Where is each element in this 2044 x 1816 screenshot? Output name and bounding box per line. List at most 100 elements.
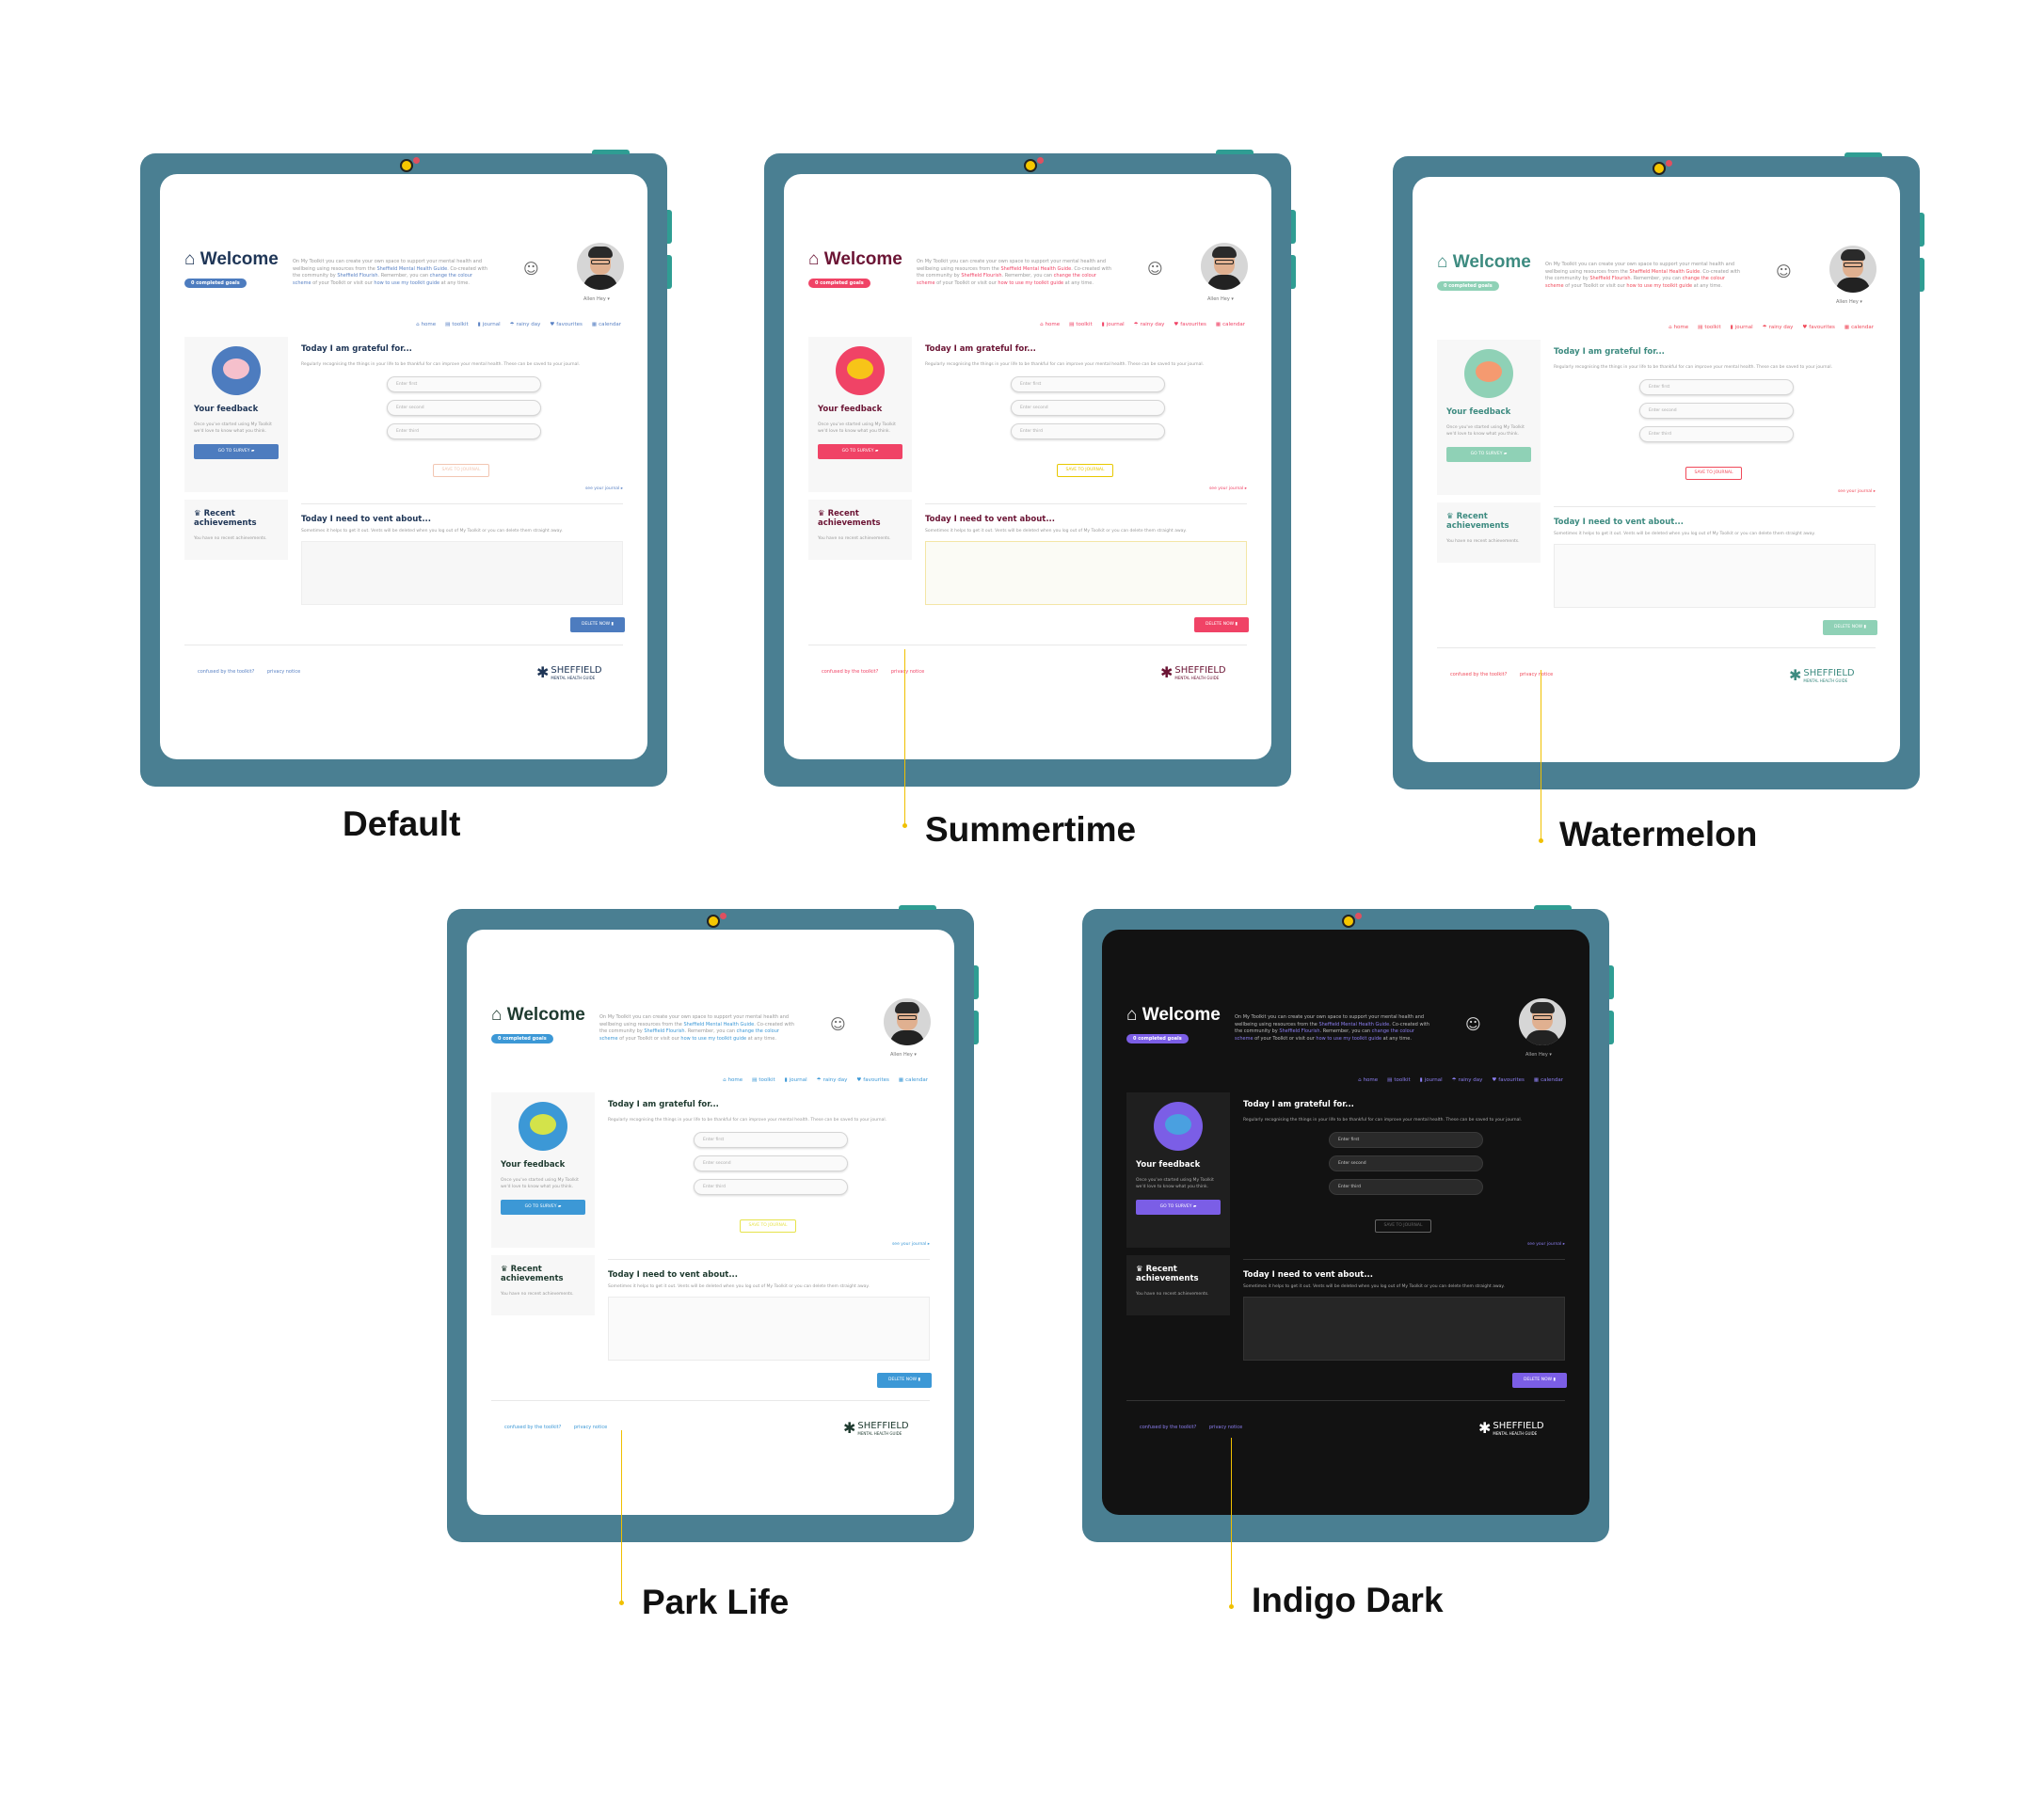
avatar[interactable] bbox=[884, 998, 931, 1045]
how-to-link[interactable]: how to use my toolkit guide bbox=[1626, 282, 1693, 289]
nav-item-calendar[interactable]: ▦calendar bbox=[591, 322, 621, 327]
grateful-third-input[interactable]: Enter third bbox=[1011, 423, 1165, 439]
delete-now-button[interactable]: DELETE NOW ▮ bbox=[1194, 617, 1249, 632]
see-journal-link[interactable]: see your journal ▸ bbox=[1837, 489, 1876, 494]
flourish-link[interactable]: Sheffield Flourish bbox=[1279, 1028, 1320, 1034]
nav-item-toolkit[interactable]: ▤toolkit bbox=[752, 1077, 775, 1083]
nav-item-rainy-day[interactable]: ☂rainy day bbox=[1451, 1077, 1483, 1083]
guide-link[interactable]: Sheffield Mental Health Guide bbox=[1000, 265, 1072, 272]
vent-textarea[interactable] bbox=[1243, 1297, 1565, 1361]
colour-scheme-link[interactable]: change the colour scheme bbox=[917, 273, 1096, 286]
survey-button[interactable]: GO TO SURVEY ▰ bbox=[194, 444, 279, 459]
user-menu[interactable]: Allen Hey ▾ bbox=[1525, 1052, 1552, 1058]
see-journal-link[interactable]: see your journal ▸ bbox=[1526, 1242, 1565, 1247]
nav-item-calendar[interactable]: ▦calendar bbox=[1215, 322, 1245, 327]
privacy-link[interactable]: privacy notice bbox=[1208, 1425, 1243, 1430]
user-menu[interactable]: Allen Hey ▾ bbox=[1836, 299, 1862, 305]
user-menu[interactable]: Allen Hey ▾ bbox=[1207, 296, 1234, 302]
robot-icon[interactable]: ☺ bbox=[1465, 1015, 1481, 1033]
robot-icon[interactable]: ☺ bbox=[1147, 260, 1163, 278]
nav-item-toolkit[interactable]: ▤toolkit bbox=[1387, 1077, 1411, 1083]
privacy-link[interactable]: privacy notice bbox=[573, 1425, 608, 1430]
nav-item-favourites[interactable]: ♥favourites bbox=[1174, 322, 1206, 327]
privacy-link[interactable]: privacy notice bbox=[1519, 672, 1554, 677]
colour-scheme-link[interactable]: change the colour scheme bbox=[1235, 1028, 1414, 1042]
nav-item-journal[interactable]: ▮journal bbox=[1101, 322, 1125, 327]
nav-item-journal[interactable]: ▮journal bbox=[477, 322, 501, 327]
grateful-second-input[interactable]: Enter second bbox=[694, 1155, 848, 1171]
grateful-first-input[interactable]: Enter first bbox=[1329, 1132, 1483, 1148]
avatar[interactable] bbox=[1829, 246, 1876, 293]
avatar[interactable] bbox=[1201, 243, 1248, 290]
nav-item-toolkit[interactable]: ▤toolkit bbox=[1069, 322, 1093, 327]
delete-now-button[interactable]: DELETE NOW ▮ bbox=[1823, 620, 1877, 635]
user-menu[interactable]: Allen Hey ▾ bbox=[583, 296, 610, 302]
flourish-link[interactable]: Sheffield Flourish bbox=[1589, 276, 1631, 281]
how-to-link[interactable]: how to use my toolkit guide bbox=[1316, 1035, 1382, 1042]
robot-icon[interactable]: ☺ bbox=[830, 1015, 846, 1033]
nav-item-favourites[interactable]: ♥favourites bbox=[856, 1077, 889, 1083]
confused-link[interactable]: confused by the toolkit? bbox=[1140, 1425, 1197, 1430]
guide-link[interactable]: Sheffield Mental Health Guide bbox=[376, 265, 448, 272]
see-journal-link[interactable]: see your journal ▸ bbox=[1208, 486, 1247, 491]
nav-item-favourites[interactable]: ♥favourites bbox=[1492, 1077, 1525, 1083]
nav-item-home[interactable]: ⌂home bbox=[723, 1077, 743, 1083]
delete-now-button[interactable]: DELETE NOW ▮ bbox=[877, 1373, 932, 1388]
grateful-second-input[interactable]: Enter second bbox=[387, 400, 541, 416]
grateful-second-input[interactable]: Enter second bbox=[1011, 400, 1165, 416]
grateful-second-input[interactable]: Enter second bbox=[1329, 1155, 1483, 1171]
nav-item-rainy-day[interactable]: ☂rainy day bbox=[1133, 322, 1165, 327]
see-journal-link[interactable]: see your journal ▸ bbox=[891, 1242, 930, 1247]
privacy-link[interactable]: privacy notice bbox=[890, 669, 925, 675]
nav-item-rainy-day[interactable]: ☂rainy day bbox=[509, 322, 541, 327]
nav-item-calendar[interactable]: ▦calendar bbox=[1533, 1077, 1563, 1083]
confused-link[interactable]: confused by the toolkit? bbox=[504, 1425, 562, 1430]
survey-button[interactable]: GO TO SURVEY ▰ bbox=[1136, 1200, 1221, 1215]
robot-icon[interactable]: ☺ bbox=[1776, 263, 1792, 280]
save-to-journal-button[interactable]: SAVE TO JOURNAL bbox=[1685, 467, 1742, 480]
nav-item-home[interactable]: ⌂home bbox=[1040, 322, 1061, 327]
how-to-link[interactable]: how to use my toolkit guide bbox=[680, 1035, 747, 1042]
how-to-link[interactable]: how to use my toolkit guide bbox=[998, 279, 1064, 286]
nav-item-home[interactable]: ⌂home bbox=[1358, 1077, 1379, 1083]
grateful-first-input[interactable]: Enter first bbox=[694, 1132, 848, 1148]
see-journal-link[interactable]: see your journal ▸ bbox=[584, 486, 623, 491]
grateful-third-input[interactable]: Enter third bbox=[694, 1179, 848, 1195]
colour-scheme-link[interactable]: change the colour scheme bbox=[599, 1028, 779, 1042]
nav-item-toolkit[interactable]: ▤toolkit bbox=[445, 322, 469, 327]
vent-textarea[interactable] bbox=[301, 541, 623, 605]
colour-scheme-link[interactable]: change the colour scheme bbox=[293, 273, 472, 286]
nav-item-favourites[interactable]: ♥favourites bbox=[550, 322, 583, 327]
grateful-first-input[interactable]: Enter first bbox=[1639, 379, 1794, 395]
user-menu[interactable]: Allen Hey ▾ bbox=[890, 1052, 917, 1058]
nav-item-journal[interactable]: ▮journal bbox=[1419, 1077, 1443, 1083]
how-to-link[interactable]: how to use my toolkit guide bbox=[374, 279, 440, 286]
survey-button[interactable]: GO TO SURVEY ▰ bbox=[501, 1200, 585, 1215]
nav-item-home[interactable]: ⌂home bbox=[416, 322, 437, 327]
grateful-second-input[interactable]: Enter second bbox=[1639, 403, 1794, 419]
nav-item-calendar[interactable]: ▦calendar bbox=[898, 1077, 928, 1083]
grateful-first-input[interactable]: Enter first bbox=[1011, 376, 1165, 392]
nav-item-journal[interactable]: ▮journal bbox=[1730, 325, 1753, 330]
privacy-link[interactable]: privacy notice bbox=[266, 669, 301, 675]
save-to-journal-button[interactable]: SAVE TO JOURNAL bbox=[433, 464, 489, 477]
robot-icon[interactable]: ☺ bbox=[523, 260, 539, 278]
save-to-journal-button[interactable]: SAVE TO JOURNAL bbox=[1057, 464, 1113, 477]
flourish-link[interactable]: Sheffield Flourish bbox=[644, 1028, 685, 1034]
nav-item-journal[interactable]: ▮journal bbox=[784, 1077, 807, 1083]
save-to-journal-button[interactable]: SAVE TO JOURNAL bbox=[1375, 1219, 1431, 1233]
guide-link[interactable]: Sheffield Mental Health Guide bbox=[1629, 268, 1701, 275]
nav-item-calendar[interactable]: ▦calendar bbox=[1844, 325, 1874, 330]
delete-now-button[interactable]: DELETE NOW ▮ bbox=[1512, 1373, 1567, 1388]
grateful-first-input[interactable]: Enter first bbox=[387, 376, 541, 392]
guide-link[interactable]: Sheffield Mental Health Guide bbox=[683, 1021, 755, 1027]
survey-button[interactable]: GO TO SURVEY ▰ bbox=[1446, 447, 1531, 462]
flourish-link[interactable]: Sheffield Flourish bbox=[961, 273, 1002, 279]
vent-textarea[interactable] bbox=[608, 1297, 930, 1361]
vent-textarea[interactable] bbox=[1554, 544, 1876, 608]
nav-item-favourites[interactable]: ♥favourites bbox=[1802, 325, 1835, 330]
